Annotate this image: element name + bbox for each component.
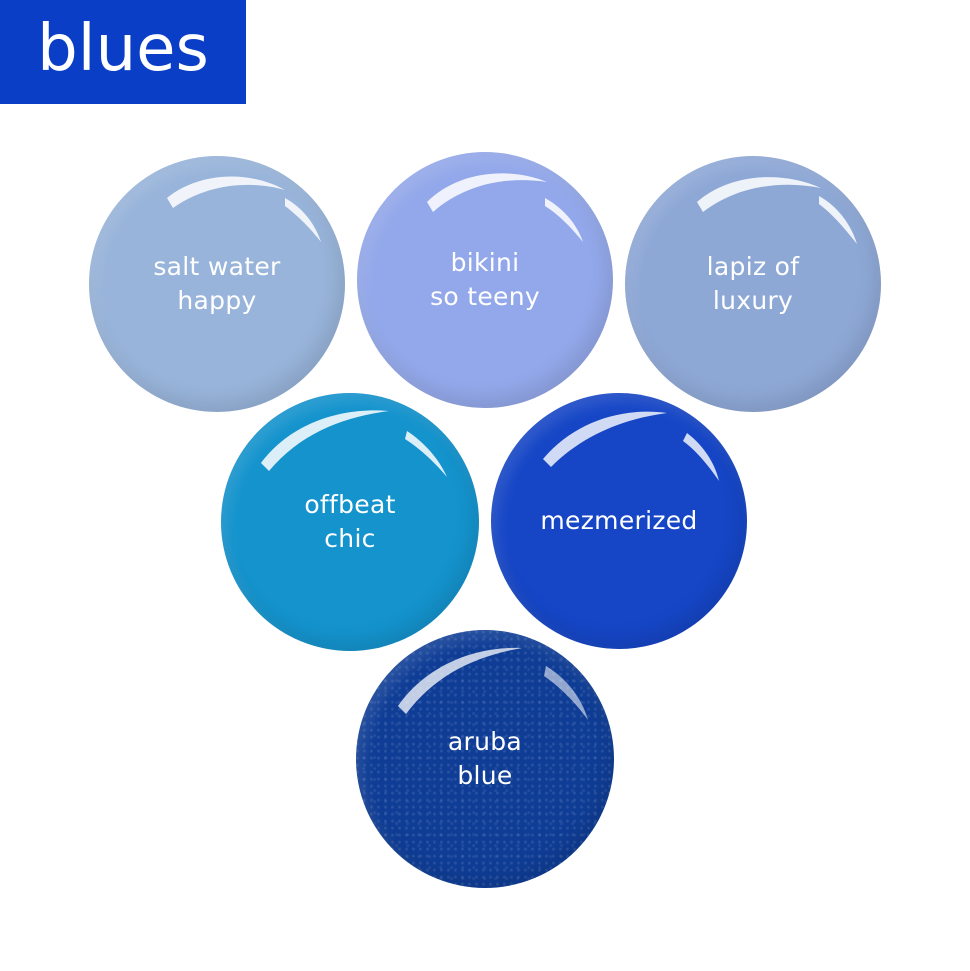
swatch-label: bikini so teeny	[430, 248, 540, 311]
swatch-offbeat-chic: offbeat chic	[221, 393, 479, 651]
swatch-bikini-so-teeny: bikini so teeny	[357, 152, 613, 408]
swatch-aruba-blue: aruba blue	[356, 630, 614, 888]
swatch-label: mezmerized	[540, 506, 698, 535]
page-title: blues	[37, 12, 209, 86]
swatch-mezmerized: mezmerized	[491, 393, 747, 649]
swatch-label: aruba blue	[447, 727, 523, 790]
swatch-salt-water-happy: salt water happy	[89, 156, 345, 412]
swatch-label: salt water happy	[153, 252, 281, 315]
swatch-lapiz-of-luxury: lapiz of luxury	[625, 156, 881, 412]
swatch-label: lapiz of luxury	[706, 252, 800, 315]
title-banner: blues	[0, 0, 246, 104]
swatch-label: offbeat chic	[304, 490, 396, 553]
